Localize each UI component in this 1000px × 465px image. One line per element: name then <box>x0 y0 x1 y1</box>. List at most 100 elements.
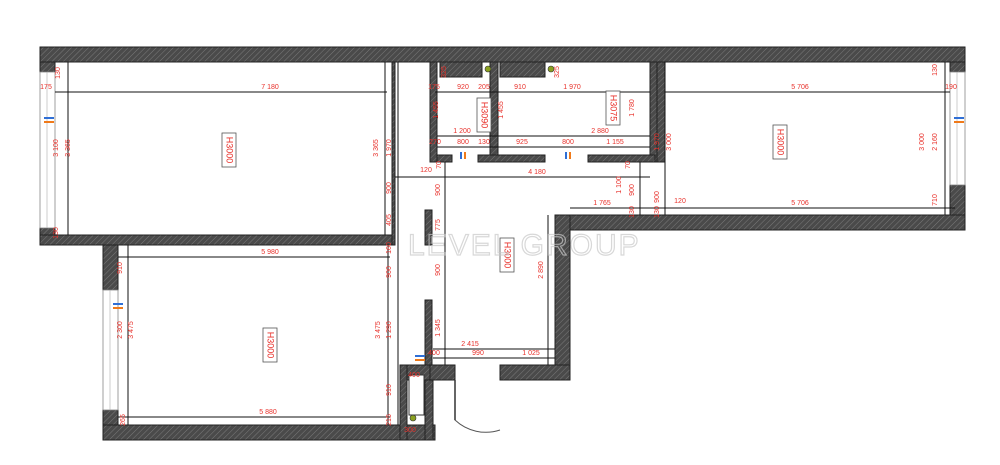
ceiling-height-tag: H3000 <box>262 327 278 363</box>
cold-water-icon <box>954 117 964 119</box>
cold-water-icon <box>44 117 54 119</box>
shaft <box>408 374 425 416</box>
riser-icon <box>547 65 555 73</box>
wall <box>39 234 396 246</box>
dimension-label: 175 <box>428 84 440 91</box>
dimension-label: 130 <box>55 67 62 79</box>
dimension-label: 1 455 <box>433 101 440 119</box>
dimension-label: 900 <box>654 191 661 203</box>
dimension-label: 215 <box>386 414 393 426</box>
wall <box>424 379 434 441</box>
dimension-label: 400 <box>428 350 440 357</box>
wall <box>399 364 408 441</box>
dimension-label: 130 <box>629 206 636 218</box>
hot-water-icon <box>954 121 964 123</box>
dimension-label: 800 <box>562 139 574 146</box>
dimension-label: 1 200 <box>453 128 471 135</box>
dimension-label: 130 <box>53 227 60 239</box>
fixtures <box>44 65 964 433</box>
dimension-label: 270 <box>429 139 441 146</box>
dimension-label: 910 <box>514 84 526 91</box>
dimension-label: 900 <box>435 184 442 196</box>
dimension-label: 300 <box>404 427 416 434</box>
dimension-label: 800 <box>457 139 469 146</box>
dimension-label: 1 765 <box>593 200 611 207</box>
ceiling-height-label: H3000 <box>266 332 276 359</box>
wall <box>587 154 656 163</box>
ceiling-height-label: H3000 <box>776 129 786 156</box>
windows <box>39 71 966 411</box>
ceiling-height-tag: H3000 <box>772 124 788 160</box>
dimension-label: 1 970 <box>563 84 581 91</box>
tag-box <box>262 327 278 363</box>
window <box>949 71 966 186</box>
ceiling-height-tag: H3075 <box>605 90 621 126</box>
wall <box>436 154 453 163</box>
dimension-label: 130 <box>478 139 490 146</box>
dimension-label: 710 <box>932 194 939 206</box>
wall <box>424 209 433 246</box>
ceiling-height-label: H3000 <box>503 242 513 269</box>
dimension-label: 910 <box>386 384 393 396</box>
wall <box>949 61 966 73</box>
dimension-label: 1 970 <box>386 139 393 157</box>
riser-icon <box>484 65 492 73</box>
dimension-label: 900 <box>435 264 442 276</box>
dimension-label: 400 <box>408 372 420 379</box>
wall <box>391 61 396 246</box>
dimension-label: 3 475 <box>128 321 135 339</box>
dimension-label: 1 345 <box>435 319 442 337</box>
dimension-label: 3 365 <box>65 139 72 157</box>
dimension-label: 130 <box>932 64 939 76</box>
dimension-label: 990 <box>472 350 484 357</box>
dimension-label: 1 970 <box>654 133 661 151</box>
dimension-label: 900 <box>629 184 636 196</box>
dimension-label: 130 <box>654 206 661 218</box>
dimension-lines <box>55 62 955 425</box>
dimension-label: 160 <box>386 242 393 254</box>
hot-water-icon <box>464 152 466 159</box>
wall <box>429 61 438 163</box>
dimension-label: 900 <box>386 182 393 194</box>
wall <box>477 154 546 163</box>
wall <box>102 244 119 291</box>
dimension-label: 325 <box>441 66 448 78</box>
dimension-label: 1 100 <box>616 176 623 194</box>
dimension-label: 4 180 <box>528 169 546 176</box>
dimension-label: 2 300 <box>117 321 124 339</box>
tag-box <box>476 97 492 133</box>
dimension-label: 1 780 <box>629 99 636 117</box>
window <box>39 71 56 229</box>
dimension-label: 3 000 <box>666 133 673 151</box>
wall <box>102 424 436 441</box>
dimension-label: 920 <box>457 84 469 91</box>
ceiling-height-label: H3075 <box>609 95 619 122</box>
dimension-label: 3 000 <box>919 133 926 151</box>
wall <box>39 61 56 73</box>
tag-box <box>605 90 621 126</box>
wall <box>424 299 433 371</box>
dimension-label: 265 <box>120 414 127 426</box>
ceiling-height-tag: H3000 <box>499 237 515 273</box>
dimension-label: 925 <box>516 139 528 146</box>
dimension-label: 7 180 <box>261 84 279 91</box>
entrance-door[interactable] <box>454 380 501 433</box>
riser-icon <box>409 414 417 422</box>
ceiling-height-tag: H3000 <box>221 132 237 168</box>
dimension-label: 900 <box>386 266 393 278</box>
ceiling-height-label: H3090 <box>480 102 490 129</box>
wall <box>499 364 571 381</box>
dimension-label: 2 415 <box>461 341 479 348</box>
dimension-label: 70 <box>625 161 632 169</box>
wall <box>499 61 546 78</box>
dimension-label: 1 455 <box>498 101 505 119</box>
dimension-label: 70 <box>436 161 443 169</box>
dimension-label: 2 880 <box>591 128 609 135</box>
dimension-label: 175 <box>40 84 52 91</box>
dimension-label: 325 <box>554 66 561 78</box>
ceiling-height-label: H3000 <box>225 137 235 164</box>
dimension-label: 5 880 <box>259 409 277 416</box>
cold-water-icon <box>460 152 462 159</box>
dimension-label: 190 <box>945 84 957 91</box>
